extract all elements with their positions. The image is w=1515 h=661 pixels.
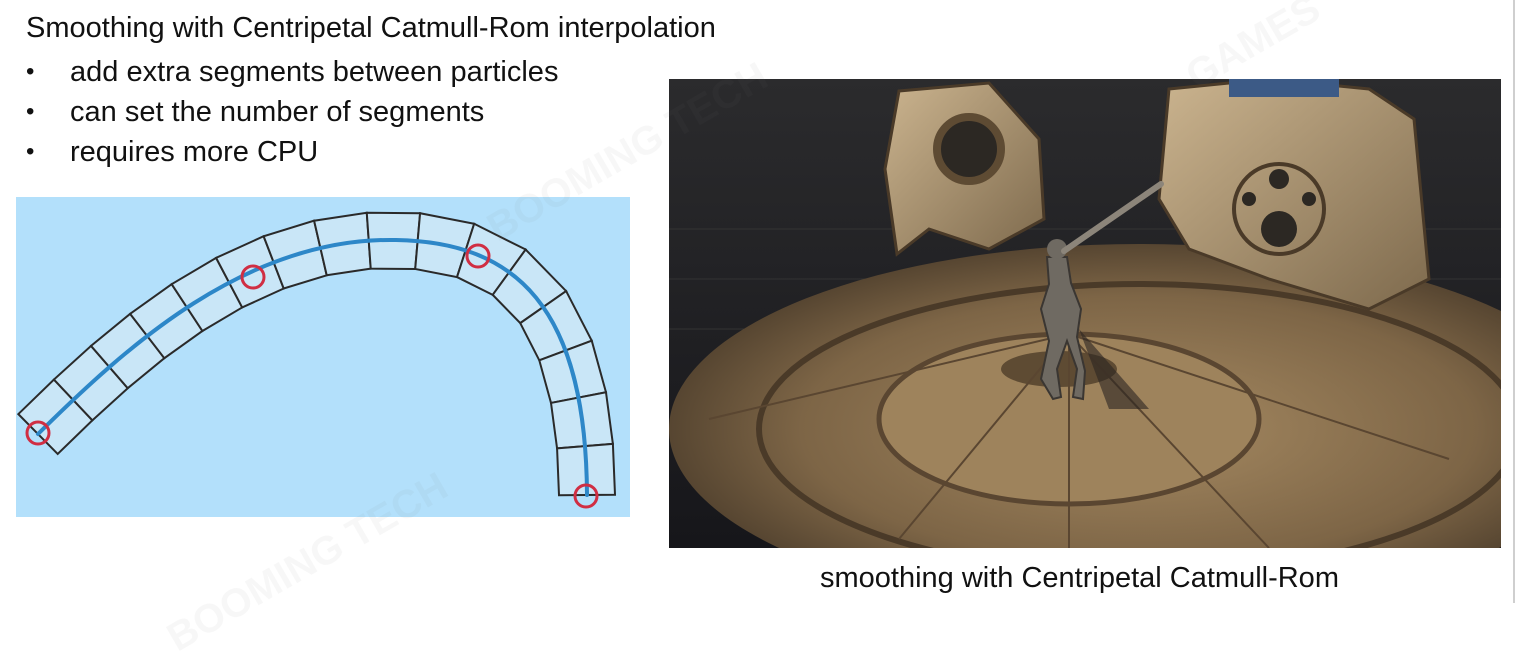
catmull-rom-diagram [16, 197, 630, 517]
image-caption: smoothing with Centripetal Catmull-Rom [820, 562, 1339, 594]
control-point-circle [240, 264, 266, 290]
bullet-item: • can set the number of segments [26, 92, 558, 132]
spline-curve [36, 237, 589, 497]
stone-pillar-right-icon [1157, 79, 1431, 311]
segment-boxes [16, 211, 617, 497]
bullet-item: • requires more CPU [26, 132, 558, 172]
bullet-text: can set the number of segments [70, 96, 485, 128]
arena-scene-picture [669, 79, 1501, 548]
control-point-circle [573, 483, 599, 509]
center-hole [1001, 351, 1117, 387]
bullet-text: requires more CPU [70, 136, 319, 168]
bullet-item: • add extra segments between particles [26, 52, 558, 92]
slide-title: Smoothing with Centripetal Catmull-Rom i… [26, 12, 716, 44]
slide-edge-divider [1513, 0, 1515, 603]
game-render-image [669, 79, 1501, 548]
spline-segments-illustration [16, 211, 617, 509]
bullet-dot-icon: • [26, 58, 35, 85]
control-point-circle [465, 243, 491, 269]
character-with-sword-icon [1039, 181, 1164, 409]
bullet-dot-icon: • [26, 138, 35, 165]
bullet-list: • add extra segments between particles • c… [26, 52, 558, 172]
bullet-dot-icon: • [26, 98, 35, 125]
arena-ring [756, 281, 1501, 548]
stone-pillar-left-icon [883, 81, 1046, 257]
bullet-text: add extra segments between particles [70, 56, 559, 88]
control-point-circle [25, 420, 51, 446]
control-points [25, 243, 599, 509]
